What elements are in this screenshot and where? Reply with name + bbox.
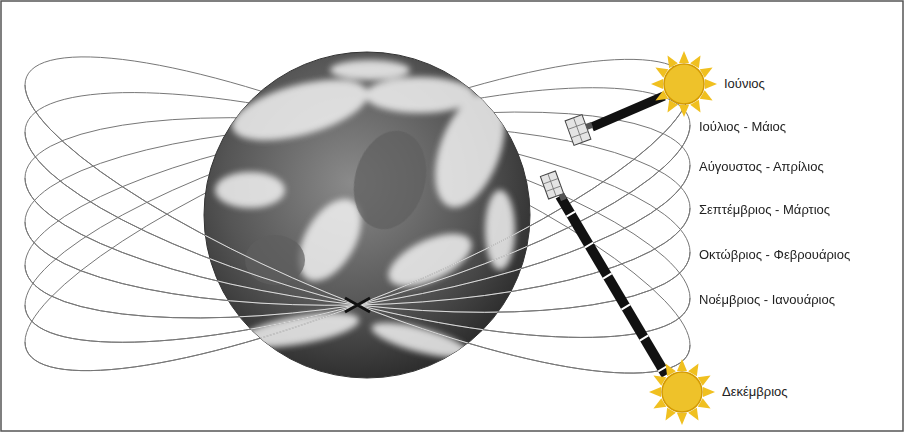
sun-icon [651,51,717,117]
orbit-front [25,85,690,432]
beam-gaps [560,196,666,375]
month-label: Δεκέμβριος [720,384,790,400]
month-label: Οκτώβριος - Φεβρουάριος [697,247,852,263]
sun-beam [592,96,664,127]
month-label: Αύγουστος - Απρίλιος [697,159,826,175]
satellite [540,171,566,205]
orbit-crossing [345,298,370,312]
month-label: Ιούνιος [722,76,767,92]
sun-beam [560,196,666,375]
month-label: Σεπτέμβριος - Μάρτιος [697,202,832,218]
orbit-rings [25,0,690,432]
satellite [565,113,596,146]
month-label: Νοέμβριος - Ιανουάριος [697,292,837,308]
month-label: Ιούλιος - Μάιος [697,119,788,135]
orbit-front-on-earth [25,85,690,432]
sun-icon [649,359,715,425]
